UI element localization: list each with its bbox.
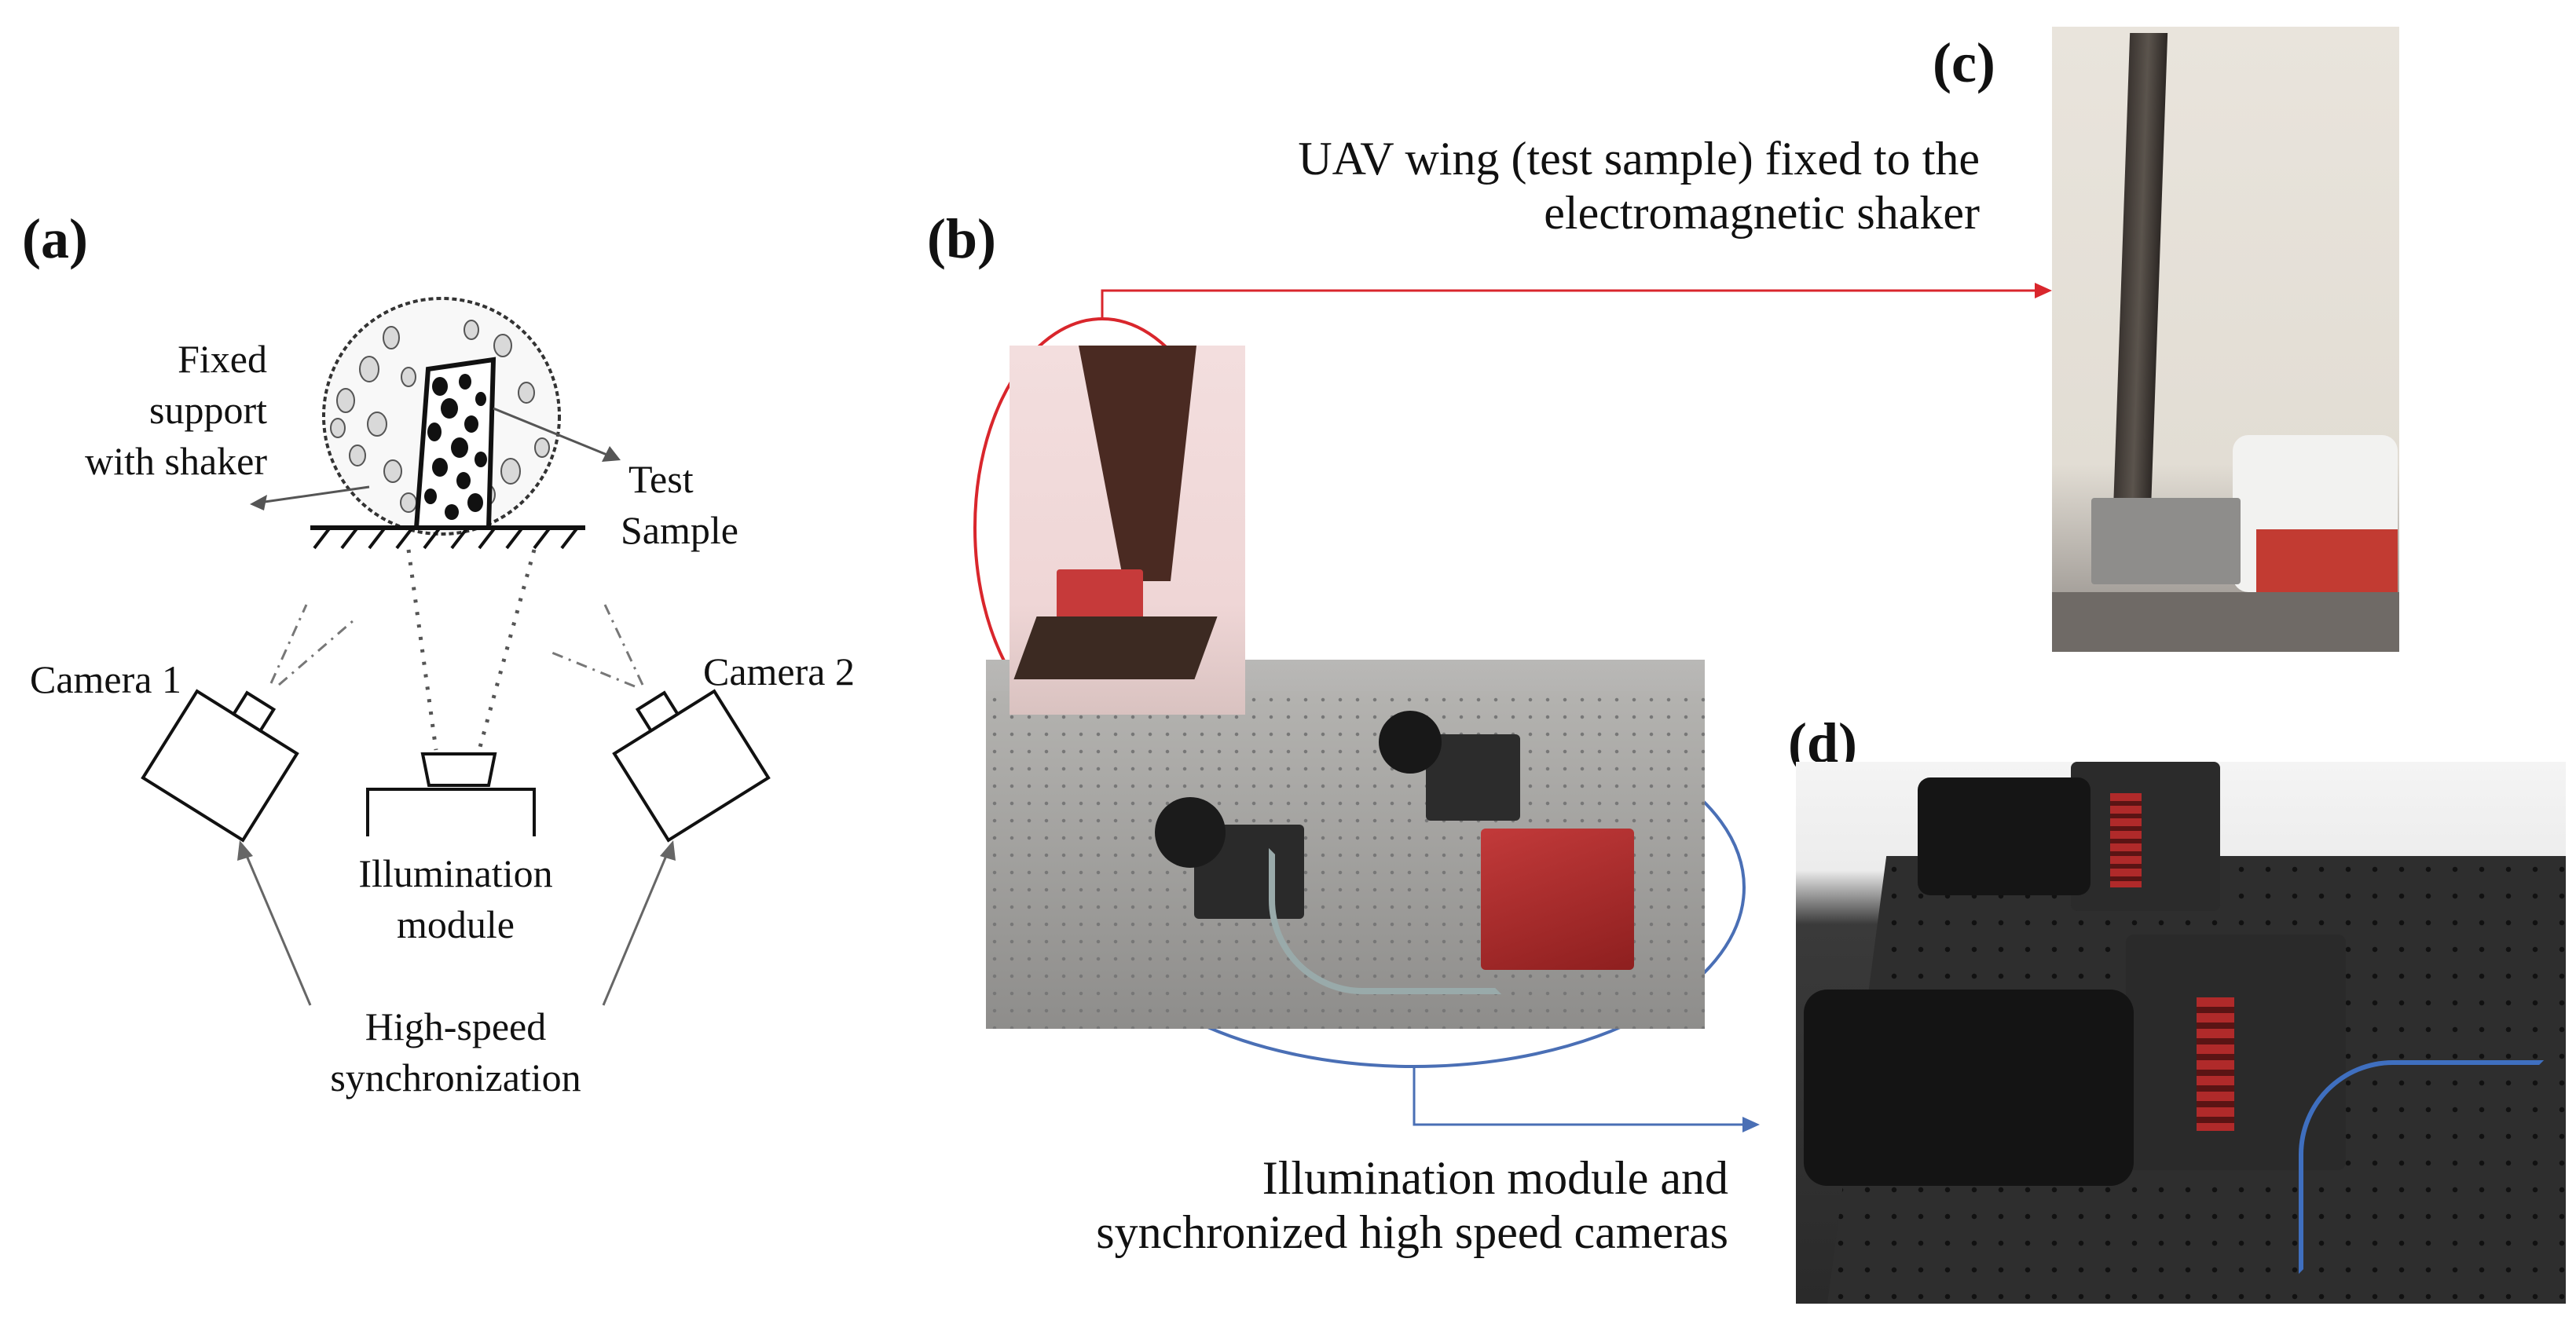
wing-blade — [2112, 33, 2168, 536]
panel-a-label: (a) — [22, 207, 88, 270]
camera-1-lens — [1155, 797, 1226, 868]
cameras-caption: Illumination module and synchronized hig… — [1096, 1152, 1728, 1258]
front-camera-stripes — [2197, 997, 2234, 1131]
synchronization-label: High-speed synchronization — [330, 1004, 581, 1099]
test-sample-label: Test Sample — [621, 457, 738, 552]
rear-camera-body — [2071, 762, 2220, 911]
wing-caption: UAV wing (test sample) fixed to the elec… — [1298, 133, 1980, 239]
camera-2-label: Camera 2 — [703, 649, 855, 693]
rear-camera-lens — [1918, 777, 2090, 895]
blue-cable — [2299, 1060, 2544, 1274]
wing-connector-arrow — [1101, 289, 2039, 318]
lab-setup-photo — [986, 660, 1705, 1029]
sample-speckles — [424, 374, 487, 520]
wing-panel — [1079, 346, 1196, 581]
high-speed-cameras-photo — [1796, 762, 2566, 1304]
illumination-module-label: Illumination module — [358, 851, 553, 946]
speckle-dots — [330, 320, 550, 513]
front-camera-lens — [1804, 990, 2134, 1186]
panel-c-label: (c) — [1933, 31, 1995, 94]
wing-mount — [1057, 569, 1143, 624]
camera-2-body — [1426, 734, 1520, 821]
cable — [1269, 848, 1501, 994]
camera-1-label: Camera 1 — [30, 657, 181, 701]
illumination-box — [1481, 829, 1634, 970]
wing-shaker-photo — [2052, 27, 2399, 652]
panel-b-label: (b) — [927, 207, 996, 270]
fixed-support-label: Fixed support with shaker — [85, 337, 267, 483]
wing-photo — [1010, 346, 1245, 715]
illumination-module-icon — [366, 752, 536, 836]
speckle-zoom-circle — [322, 297, 561, 536]
test-sample-plate — [413, 357, 497, 530]
camera-connector-arrow — [1413, 1066, 1746, 1126]
camera-2-lens — [1379, 711, 1442, 774]
wing-base — [1013, 616, 1218, 679]
floor — [2052, 592, 2399, 652]
rear-camera-stripes — [2110, 793, 2142, 887]
clamp — [2091, 498, 2241, 584]
